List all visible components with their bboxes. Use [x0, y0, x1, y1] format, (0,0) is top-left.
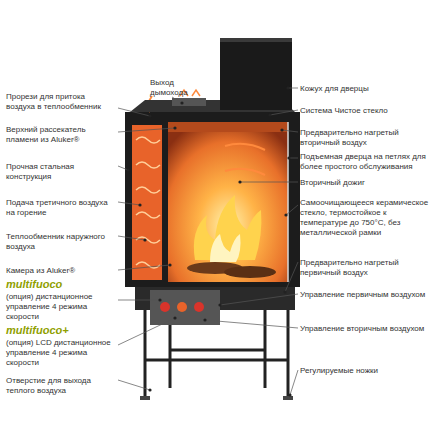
callout-label: Камера из Aluker®	[6, 266, 114, 276]
callout-label: Кожух для дверцы	[300, 84, 436, 94]
callout-label: Управление первичным воздухом	[300, 290, 436, 300]
callout-label: Управление вторичным воздухом	[300, 324, 436, 334]
callout-label: Подача третичного воздуха на горение	[6, 198, 114, 218]
callout-label: Предварительно нагретый вторичный воздух	[300, 128, 436, 148]
callout-label: (опция) дистанционное управление 4 режим…	[6, 292, 114, 322]
callout-label: Подъемная дверца на петлях для более про…	[300, 152, 436, 172]
callout-label: (опция) LCD дистанционное управление 4 р…	[6, 338, 114, 368]
callout-label: Отверстие для выхода теплого воздуха	[6, 376, 114, 396]
callout-label: Система Чистое стекло	[300, 106, 436, 116]
brand-logo: multifuoco+	[6, 324, 114, 337]
callout-label: Регулируемые ножки	[300, 366, 436, 376]
callout-label: Прочная стальная конструкция	[6, 162, 114, 182]
callout-label: Верхний рассекатель пламени из Aluker®	[6, 125, 114, 145]
callout-label: Предварительно нагретый первичный воздух	[300, 258, 436, 278]
callout-label: Выход дымохода	[150, 78, 200, 98]
callout-label: Теплообменник наружного воздуха	[6, 232, 114, 252]
callout-label: Вторичный дожиг	[300, 178, 436, 188]
brand-logo: multifuoco	[6, 278, 114, 291]
callout-label: Самоочищающееся керамическое стекло, тер…	[300, 198, 436, 238]
callout-label: Прорези для притока воздуха в теплообмен…	[6, 92, 114, 112]
